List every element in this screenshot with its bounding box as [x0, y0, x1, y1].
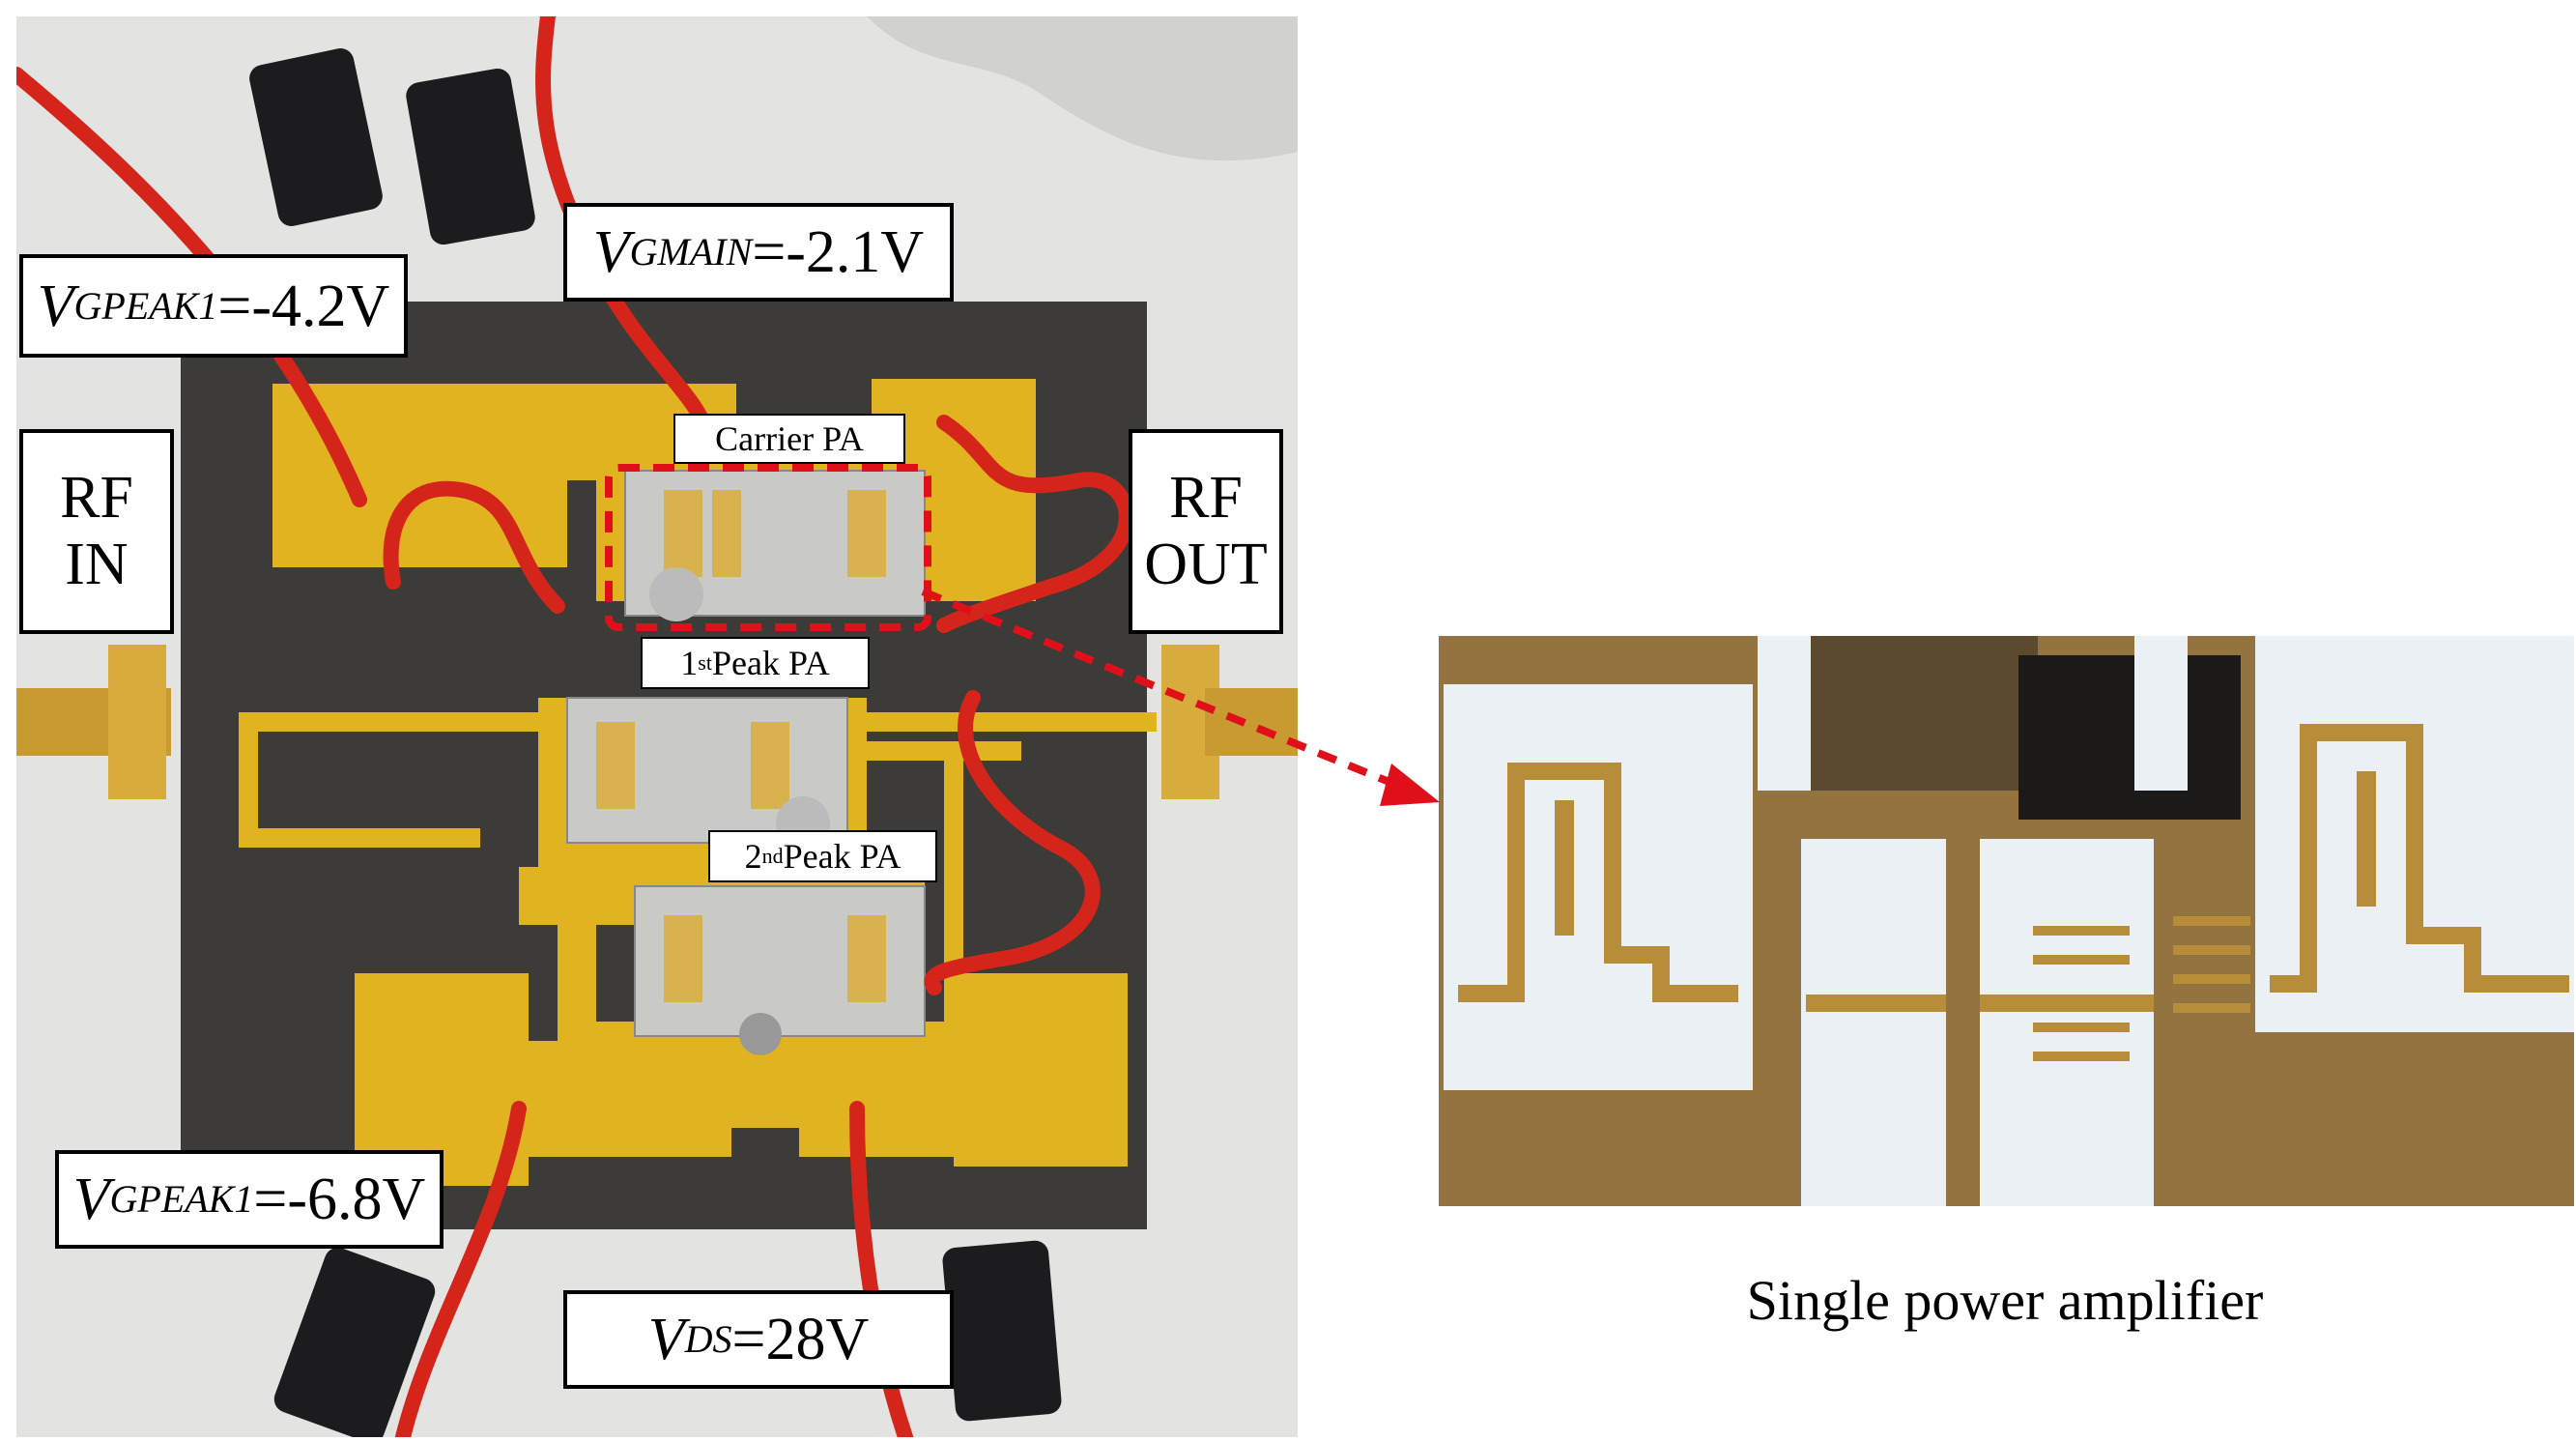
peak1-text: Peak PA [711, 644, 830, 682]
rf-in-line2: IN [65, 532, 129, 597]
vgpeak1-bottom-value: =-6.8V [253, 1167, 426, 1232]
vgmain-subscript: GMAIN [629, 230, 753, 274]
peak1-sup: st [698, 650, 712, 675]
vgpeak1-top-subscript: GPEAK1 [73, 283, 218, 328]
vds-value: =28V [731, 1307, 870, 1372]
rf-in-label: RF IN [19, 429, 174, 634]
vgmain-symbol: V [592, 219, 630, 285]
peak1-num: 1 [680, 644, 699, 682]
single-pa-photo [1439, 636, 2574, 1206]
rf-out-line1: RF [1169, 464, 1243, 531]
vds-subscript: DS [684, 1317, 732, 1361]
rf-out-label: RF OUT [1129, 429, 1283, 634]
vgmain-value: =-2.1V [752, 219, 925, 285]
rf-in-line1: RF [60, 464, 133, 531]
vgpeak1-top-value: =-4.2V [217, 273, 390, 339]
peak2-num: 2 [744, 837, 762, 876]
rf-out-line2: OUT [1144, 532, 1268, 597]
vds-symbol: V [647, 1307, 685, 1372]
caption: Single power amplifier [1746, 1269, 2264, 1332]
vgpeak1-bottom-subscript: GPEAK1 [109, 1177, 254, 1221]
peak2-sup: nd [761, 844, 784, 868]
carrier-pa-label: Carrier PA [673, 414, 905, 464]
vgpeak1-top-symbol: V [37, 273, 74, 339]
vgpeak1-bottom-symbol: V [72, 1167, 110, 1232]
peak2-text: Peak PA [783, 837, 902, 876]
